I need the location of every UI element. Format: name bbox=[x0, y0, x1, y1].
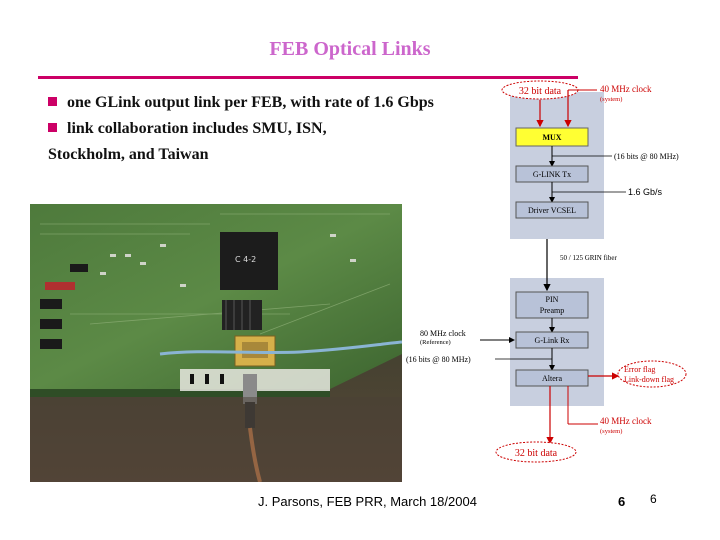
fiber-label: 50 / 125 GRIN fiber bbox=[560, 254, 617, 262]
fiber-connector bbox=[243, 374, 257, 404]
bullet-list: one GLink output link per FEB, with rate… bbox=[48, 90, 508, 168]
chip-label: C 4-2 bbox=[235, 255, 256, 264]
link-down-label: Link-down flag bbox=[624, 375, 674, 384]
bullet-icon bbox=[48, 123, 57, 132]
ref-clock-label: 80 MHz clock bbox=[420, 329, 466, 338]
black-chips bbox=[40, 264, 88, 349]
altera-label: Altera bbox=[542, 374, 562, 383]
blue-fiber bbox=[159, 340, 402, 356]
bullet-continuation: Stockholm, and Taiwan bbox=[48, 146, 209, 163]
large-ic-chip bbox=[220, 232, 278, 290]
bottom-output-label: 32 bit data bbox=[515, 448, 558, 459]
driver-vcsel-label: Driver VCSEL bbox=[528, 206, 576, 215]
clock-in-note: (system) bbox=[600, 96, 622, 103]
smd-components bbox=[100, 234, 356, 287]
glink-tx-label: G-LINK Tx bbox=[533, 170, 571, 179]
rx-bus-note: (16 bits @ 80 MHz) bbox=[406, 355, 471, 364]
page-number: 6 bbox=[650, 492, 657, 506]
connector-pins bbox=[190, 374, 224, 384]
altera-block bbox=[515, 369, 589, 387]
bullet-text: one GLink output link per FEB, with rate… bbox=[67, 94, 434, 111]
bullet-icon bbox=[48, 97, 57, 106]
glink-rx-label: G-Link Rx bbox=[535, 336, 570, 345]
bullet-item: link collaboration includes SMU, ISN, bbox=[48, 116, 508, 142]
heatsink bbox=[222, 300, 262, 330]
footer-credit: J. Parsons, FEB PRR, March 18/2004 bbox=[258, 494, 477, 509]
feb-board-photo: C 4-2 bbox=[30, 204, 402, 482]
top-input-label: 32 bit data bbox=[519, 86, 562, 97]
error-flag-label: Error flag bbox=[624, 365, 655, 374]
table-surface bbox=[30, 397, 402, 482]
transceiver-window bbox=[242, 342, 268, 358]
pcb-traces bbox=[40, 213, 391, 335]
clock-out-label: 40 MHz clock bbox=[600, 416, 652, 426]
slide-title: FEB Optical Links bbox=[269, 38, 431, 60]
title-divider bbox=[38, 76, 578, 79]
preamp-label: Preamp bbox=[540, 306, 564, 315]
bus-note: (16 bits @ 80 MHz) bbox=[614, 152, 679, 161]
rate-label: 1.6 Gb/s bbox=[628, 187, 663, 197]
pin-label: PIN bbox=[546, 295, 559, 304]
flags-oval bbox=[617, 360, 687, 388]
red-components bbox=[45, 282, 75, 290]
optical-link-diagram: 32 bit data 40 MHz clock (system) MUX (1… bbox=[406, 80, 687, 463]
output-data-oval bbox=[495, 441, 577, 463]
mux-label: MUX bbox=[542, 133, 561, 142]
driver-vcsel-block bbox=[515, 201, 589, 219]
clock-in-label: 40 MHz clock bbox=[600, 84, 652, 94]
bullet-item: one GLink output link per FEB, with rate… bbox=[48, 90, 508, 116]
ref-clock-note: (Reference) bbox=[420, 339, 451, 346]
bullet-text: link collaboration includes SMU, ISN, bbox=[67, 120, 327, 137]
slide-number: 6 bbox=[618, 494, 626, 509]
clock-out-note: (system) bbox=[600, 428, 622, 435]
pcb-edge bbox=[30, 389, 330, 397]
pcb-board bbox=[30, 204, 402, 389]
